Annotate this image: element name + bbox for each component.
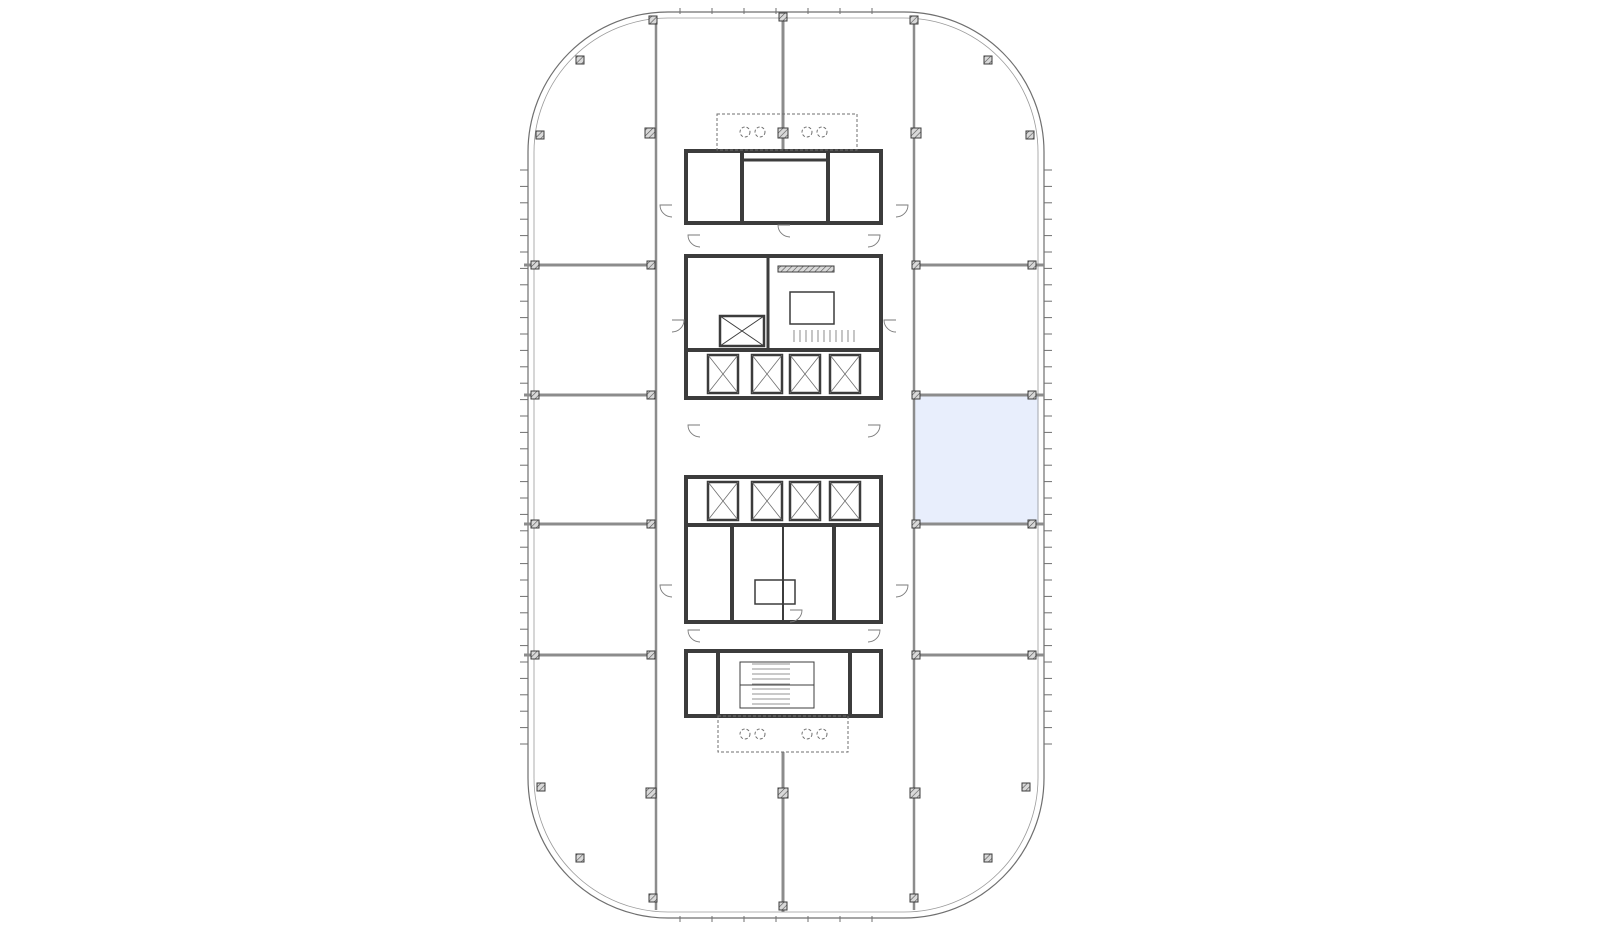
corridor-outline bbox=[654, 20, 916, 910]
lift-car bbox=[750, 353, 784, 395]
column bbox=[530, 650, 540, 660]
unit-north-1[interactable] bbox=[656, 20, 783, 112]
unit-west-mid[interactable] bbox=[524, 395, 656, 524]
lift-car-cross bbox=[751, 354, 783, 394]
door-swings bbox=[659, 204, 909, 643]
column bbox=[983, 853, 993, 863]
lift-car-cross bbox=[707, 354, 739, 394]
column bbox=[778, 901, 788, 911]
column bbox=[648, 15, 658, 25]
column bbox=[646, 650, 656, 660]
door-swing bbox=[687, 629, 701, 643]
column bbox=[646, 390, 656, 400]
column bbox=[536, 782, 546, 792]
lift-cars bbox=[706, 353, 862, 522]
lift-car-cross bbox=[789, 354, 821, 394]
door-swing bbox=[777, 224, 791, 238]
door-swing bbox=[659, 204, 673, 218]
unit-north-2[interactable] bbox=[783, 20, 914, 112]
column bbox=[645, 787, 657, 799]
lift-car bbox=[706, 353, 740, 395]
lift-car bbox=[750, 480, 784, 522]
column bbox=[575, 853, 585, 863]
column bbox=[646, 519, 656, 529]
lift-car bbox=[788, 353, 822, 395]
column bbox=[1027, 390, 1037, 400]
stair-treads bbox=[752, 330, 855, 705]
building-core bbox=[684, 149, 883, 718]
column bbox=[530, 390, 540, 400]
column bbox=[911, 260, 921, 270]
unit-ne-corner[interactable] bbox=[914, 20, 1044, 265]
door-swing bbox=[659, 584, 673, 598]
door-swing bbox=[671, 319, 685, 333]
lift-car-cross bbox=[789, 481, 821, 521]
column bbox=[911, 519, 921, 529]
column bbox=[1021, 782, 1031, 792]
column bbox=[777, 127, 789, 139]
unit-south-2[interactable] bbox=[783, 752, 914, 912]
structural-columns bbox=[530, 12, 1037, 911]
lift-car-cross bbox=[751, 481, 783, 521]
lift-car bbox=[828, 353, 862, 395]
toilet-annex-north bbox=[716, 113, 858, 151]
unit-east-mid[interactable] bbox=[913, 394, 1039, 525]
column bbox=[575, 55, 585, 65]
column bbox=[1027, 650, 1037, 660]
column bbox=[530, 260, 540, 270]
door-swing bbox=[789, 609, 803, 623]
door-swing bbox=[867, 424, 881, 438]
column bbox=[909, 893, 919, 903]
unit-east-lower[interactable] bbox=[914, 524, 1044, 655]
facade-mullions bbox=[520, 8, 1052, 922]
unit-nw-corner[interactable] bbox=[524, 20, 656, 265]
unit-west-upper[interactable] bbox=[524, 265, 656, 395]
door-swing bbox=[895, 204, 909, 218]
column bbox=[644, 127, 656, 139]
column bbox=[983, 55, 993, 65]
lift-car-cross bbox=[707, 481, 739, 521]
column bbox=[911, 650, 921, 660]
column bbox=[911, 390, 921, 400]
lift-car bbox=[828, 480, 862, 522]
door-swing bbox=[687, 424, 701, 438]
lift-car-cross bbox=[829, 354, 861, 394]
column bbox=[909, 15, 919, 25]
lift-car bbox=[788, 480, 822, 522]
partition-walls bbox=[524, 20, 1044, 912]
column bbox=[648, 893, 658, 903]
unit-west-lower[interactable] bbox=[524, 524, 656, 655]
column bbox=[1025, 130, 1035, 140]
unit-south-1[interactable] bbox=[656, 752, 783, 912]
lift-car-cross bbox=[829, 481, 861, 521]
unit-east-upper[interactable] bbox=[914, 265, 1044, 395]
column bbox=[1027, 260, 1037, 270]
column bbox=[535, 130, 545, 140]
column bbox=[1027, 519, 1037, 529]
door-swing bbox=[867, 629, 881, 643]
column bbox=[530, 519, 540, 529]
column bbox=[778, 12, 788, 22]
column bbox=[909, 787, 921, 799]
toilet-annex-south bbox=[717, 715, 849, 753]
door-swing bbox=[687, 234, 701, 248]
column bbox=[777, 787, 789, 799]
door-swing bbox=[867, 234, 881, 248]
column bbox=[910, 127, 922, 139]
column bbox=[646, 260, 656, 270]
door-swing bbox=[883, 319, 897, 333]
door-swing bbox=[895, 584, 909, 598]
lift-car bbox=[706, 480, 740, 522]
